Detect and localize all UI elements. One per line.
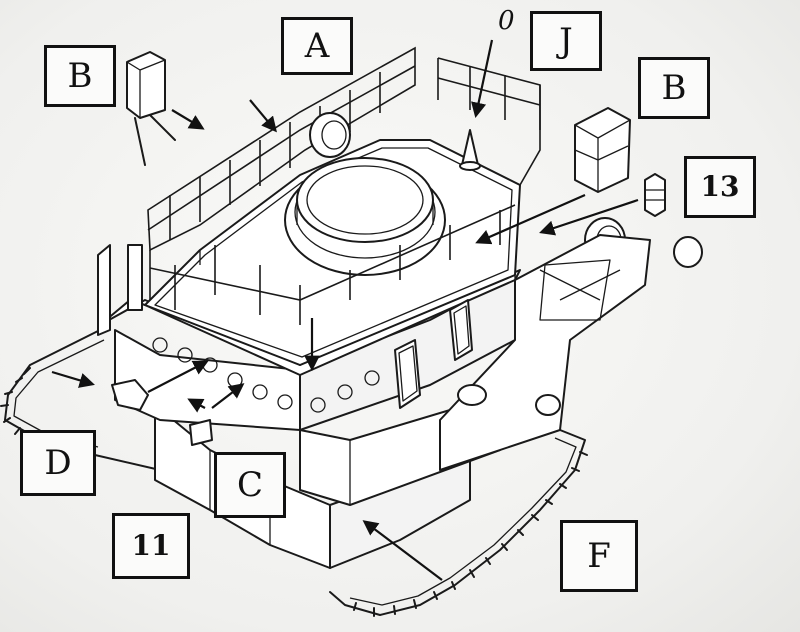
right-gun-deck: [439, 234, 651, 471]
part-B-right: [574, 107, 631, 193]
callout-F: F: [560, 520, 638, 592]
label-zero: 0: [498, 6, 515, 36]
callout-A: A: [281, 17, 353, 75]
callout-B-left: B: [44, 45, 116, 107]
part-B-left: [126, 51, 176, 166]
left-fittings: [97, 244, 213, 446]
callout-D: D: [20, 430, 96, 496]
rivet-row: [152, 337, 380, 413]
top-railing: [147, 46, 541, 325]
deck-plate-right: [329, 429, 588, 617]
mast-zero: [459, 129, 481, 171]
portholes: [394, 299, 473, 409]
cupola-ring: [284, 157, 446, 276]
callout-13: 13: [684, 156, 756, 218]
callout-C: C: [214, 452, 286, 518]
callout-11: 11: [112, 513, 190, 579]
callout-J: J: [530, 11, 602, 71]
leader-arrows: [51, 39, 639, 581]
part-13: [644, 173, 666, 217]
callout-B-right: B: [638, 57, 710, 119]
